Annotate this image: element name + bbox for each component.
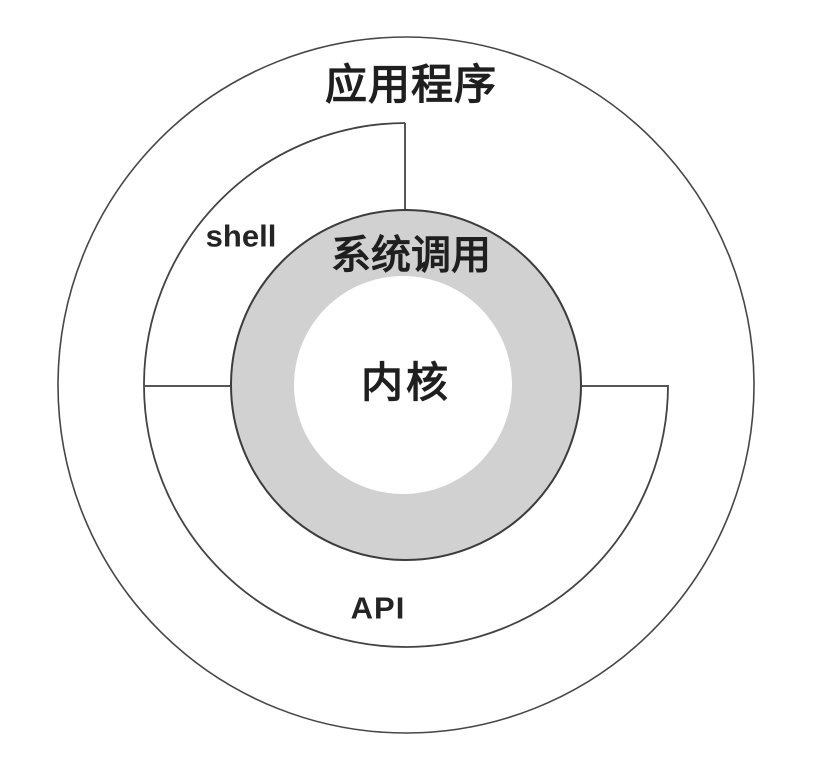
kernel-label: 内核 <box>361 360 451 407</box>
system-call-label: 系统调用 <box>331 233 491 278</box>
applications-label: 应用程序 <box>325 62 497 109</box>
shell-label: shell <box>206 219 277 254</box>
shell-api-ring-arc <box>143 122 669 648</box>
applications-ring-circle <box>57 36 755 734</box>
api-label: API <box>351 591 406 626</box>
kernel-core-disc <box>294 276 512 494</box>
